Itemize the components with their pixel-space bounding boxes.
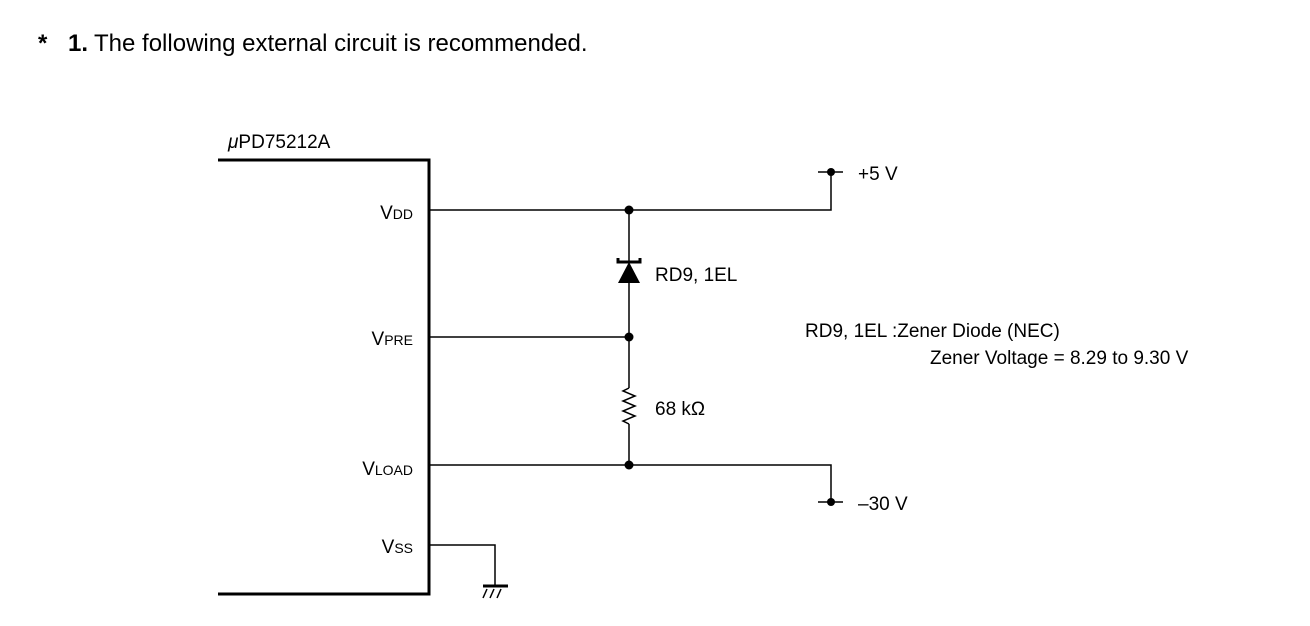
note-line-2: Zener Voltage = 8.29 to 9.30 V <box>930 348 1189 369</box>
heading-marker: * <box>38 30 48 57</box>
pin-label-vss: VSS <box>382 537 413 558</box>
wire-vss <box>429 544 496 585</box>
chip-outline <box>218 158 431 596</box>
heading-number: 1. <box>68 30 89 57</box>
wire-vload <box>429 464 832 503</box>
zener-label: RD9, 1EL <box>655 265 737 286</box>
heading: * 1.The following external circuit is rec… <box>38 30 588 58</box>
junction-vload <box>624 460 634 470</box>
chip-name: μPD75212A <box>227 132 331 153</box>
pin-label-vpre: VPRE <box>372 329 413 350</box>
wire-vdd <box>429 171 832 211</box>
chip-name-rest: PD75212A <box>238 132 330 153</box>
heading-text: The following external circuit is recomm… <box>94 30 588 57</box>
terminal-minus30v <box>827 498 835 506</box>
chip-name-prefix: μ <box>227 132 239 153</box>
supply-minus30v: –30 V <box>858 494 908 515</box>
ground-symbol <box>482 584 508 599</box>
supply-plus5v: +5 V <box>858 164 898 185</box>
zener-diode <box>616 258 642 283</box>
resistor-label: 68 kΩ <box>655 399 705 420</box>
terminal-plus5v <box>827 168 835 176</box>
note-line-1: RD9, 1EL :Zener Diode (NEC) <box>805 321 1060 342</box>
resistor <box>621 387 637 425</box>
pin-label-vload: VLOAD <box>362 459 413 480</box>
pin-label-vdd: VDD <box>380 203 413 224</box>
